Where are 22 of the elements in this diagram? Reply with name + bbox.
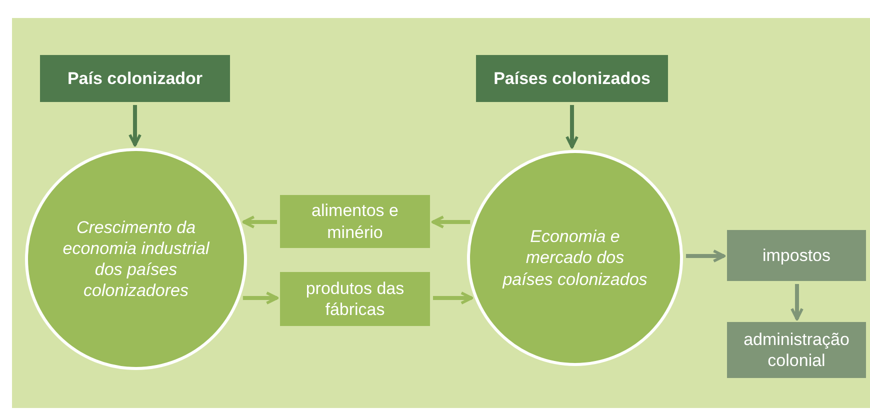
node-text: Crescimento da economia industrial dos países colonizadores (62, 216, 211, 302)
process-box (280, 272, 430, 326)
heading-box (40, 55, 230, 102)
heading: País colonizador (67, 68, 203, 90)
arrow (242, 215, 277, 229)
node-text: administração colonial (742, 328, 850, 372)
node-text: impostos (762, 244, 831, 266)
arrow (242, 291, 278, 305)
arrow (790, 284, 804, 320)
node-text: Economia e mercado dos países colonizados (501, 226, 648, 290)
process-box (727, 230, 866, 281)
heading-box (476, 55, 668, 102)
arrow (565, 105, 579, 148)
process-box (280, 195, 430, 248)
node-text: alimentos e minério (310, 200, 400, 243)
process-box (727, 322, 866, 378)
arrow (432, 215, 470, 229)
node-text: produtos das fábricas (304, 278, 406, 320)
arrow (433, 291, 474, 305)
arrow (128, 105, 142, 146)
arrow (686, 249, 726, 263)
heading: Países colonizados (494, 68, 650, 90)
